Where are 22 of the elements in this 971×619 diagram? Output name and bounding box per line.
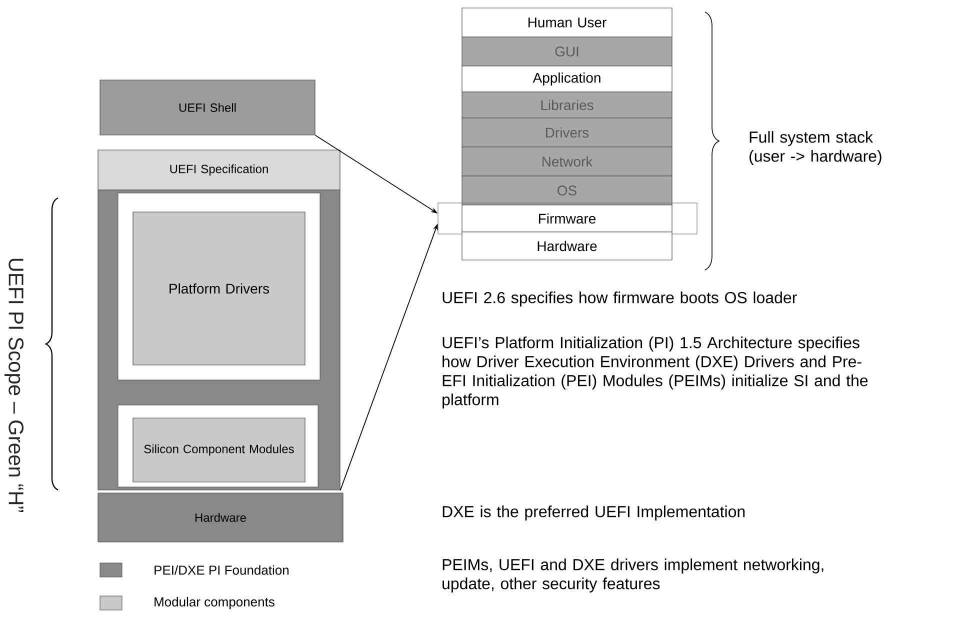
legend-label: PEI/DXE PI Foundation: [154, 565, 289, 575]
note-text: UEFI 2.6 specifies how firmware boots OS loader: [442, 292, 797, 306]
vertical-label: UEFI PI Scope – Green “H”: [4, 258, 24, 512]
stack-layer: Drivers: [462, 118, 672, 148]
note-text: UEFI’s Platform Initialization (PI) 1.5 Architecture specifies how Driver Execution Environment (DXE) Drivers and Pre-EFI Initialization (PEI) Modules (PEIMs) initialize SI and the platform: [442, 336, 868, 408]
stack-layer: Human User: [462, 8, 672, 38]
stack-layer: Network: [462, 146, 672, 176]
stack-layer: OS: [462, 176, 672, 206]
stack-layer: Application: [462, 66, 672, 92]
stack-layer: GUI: [462, 36, 672, 66]
legend-label: Modular components: [154, 596, 274, 610]
block-box: Hardware: [98, 492, 344, 542]
block-box: UEFI Shell: [100, 80, 316, 136]
note-text: DXE is the preferred UEFI Implementation: [442, 506, 745, 520]
stack-layer: Firmware: [462, 204, 672, 232]
block-box: Silicon Component Modules: [132, 418, 306, 482]
stack-layer: Libraries: [462, 92, 672, 118]
stack-layer: Hardware: [462, 232, 672, 260]
note-text: PEIMs, UEFI and DXE drivers implement networking, update, other security features: [442, 558, 824, 592]
brace-label: Full system stack (user -> hardware): [750, 131, 882, 165]
block-box: Platform Drivers: [132, 212, 306, 366]
block-box: UEFI Specification: [98, 150, 340, 190]
